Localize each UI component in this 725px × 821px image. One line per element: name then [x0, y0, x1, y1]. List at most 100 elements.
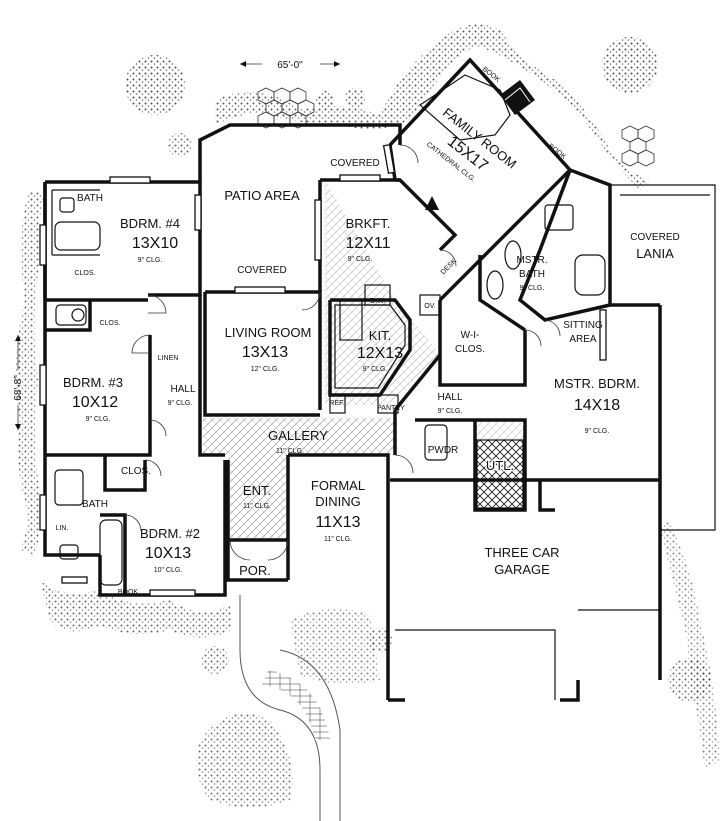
shrub-border-left — [16, 190, 45, 555]
room-ref: REF. — [329, 400, 344, 407]
landscaping — [16, 24, 720, 808]
fireplace-icon — [500, 80, 535, 115]
room-ceiling: 12" CLG. — [251, 366, 280, 373]
room-mstr-bdrm: MSTR. BDRM. 14X18 9" CLG. — [554, 376, 640, 435]
tree-top-left — [125, 55, 185, 115]
room-book-bdrm2: BOOK — [118, 589, 139, 596]
windows — [39, 143, 607, 597]
dimension-depth: 68'-8" — [13, 335, 24, 430]
room-bdrm4: BDRM. #4 13X10 9" CLG. — [120, 216, 180, 264]
room-name: KIT. — [369, 328, 391, 343]
shrub-bed-front — [290, 608, 380, 684]
shrub-small-4 — [668, 658, 712, 702]
room-living: LIVING ROOM 13X13 12" CLG. — [225, 325, 312, 373]
room-name: LIVING ROOM — [225, 325, 312, 340]
room-garage: THREE CAR — [484, 545, 559, 560]
room-bdrm2: BDRM. #2 10X13 10" CLG. — [140, 526, 200, 574]
dimension-width: 65'-0" — [240, 60, 340, 71]
shrub-small-3 — [168, 133, 192, 157]
tree-top-right — [602, 37, 658, 93]
room-clos-bdrm2: CLOS. — [121, 466, 151, 477]
mstr-tub-icon — [574, 254, 606, 296]
room-size: 10X12 — [72, 394, 118, 411]
shrub-small-6 — [368, 628, 392, 652]
room-bath-bottom: BATH — [82, 499, 108, 510]
depth-dimension-label: 68'-8" — [13, 375, 24, 401]
room-ent-ceiling: 11" CLG. — [243, 503, 271, 510]
room-ent: ENT. — [243, 483, 271, 498]
room-name: MSTR. BDRM. — [554, 376, 640, 391]
room-name: BDRM. #3 — [63, 375, 123, 390]
room-size: 12X11 — [345, 235, 390, 252]
doors — [124, 144, 561, 561]
hex-pavers-right — [621, 125, 655, 167]
room-linen: LINEN — [158, 355, 179, 362]
shrub-bottom-left — [40, 580, 232, 638]
room-pantry: PANTRY — [377, 405, 405, 412]
room-gallery-ceiling: 11" CLG. — [276, 448, 304, 455]
room-mstr-bath-2: BATH — [519, 269, 545, 280]
bathtub-top-icon — [54, 221, 101, 251]
room-ceiling: 11" CLG. — [324, 536, 352, 543]
bathtub-bottom-icon — [99, 519, 123, 586]
room-patio: PATIO AREA — [224, 188, 300, 203]
room-hall-left: HALL — [170, 384, 195, 395]
room-ceiling: 10" CLG. — [154, 567, 183, 574]
room-gallery: GALLERY — [268, 428, 328, 443]
room-sitting: SITTING — [563, 320, 603, 331]
room-size: 10X13 — [145, 545, 191, 562]
room-desk: DESK — [440, 257, 459, 276]
room-utl: UTL. — [486, 458, 514, 473]
utility-room-hatch — [476, 439, 524, 509]
room-covered-top: COVERED — [330, 158, 379, 169]
room-size: 13X13 — [242, 344, 288, 361]
room-bath-top: BATH — [77, 193, 103, 204]
room-wi-clos: W-I- — [461, 330, 480, 341]
room-lin: LIN. — [56, 525, 69, 532]
room-ceiling: 9" CLG. — [363, 366, 388, 373]
room-ceiling: 9" CLG. — [348, 256, 373, 263]
room-garage-2: GARAGE — [494, 562, 550, 577]
room-wi-clos-2: CLOS. — [455, 344, 485, 355]
room-covered-lania: COVERED — [630, 232, 679, 243]
room-dw: D.W. — [370, 298, 385, 305]
room-sitting-2: AREA — [569, 334, 597, 345]
room-clos-bdrm4: CLOS. — [74, 270, 95, 277]
fixtures — [54, 74, 606, 586]
room-name: BDRM. #4 — [120, 216, 180, 231]
room-brkft: BRKFT. 12X11 9" CLG. — [345, 216, 390, 263]
room-size: 14X18 — [574, 397, 620, 414]
room-size: 11X13 — [315, 514, 360, 531]
room-ov: OV. — [424, 303, 435, 310]
room-mstr-bath-ceiling: 9" CLG. — [520, 285, 545, 292]
room-clos-hall: CLOS. — [99, 320, 120, 327]
room-family: FAMILY ROOM 15X17 CATHEDRAL CLG. — [425, 105, 520, 184]
room-covered-lania-2: LANIA — [636, 246, 674, 261]
shrub-small-2 — [316, 91, 334, 109]
room-pwdr: PWDR — [428, 445, 459, 456]
room-name: FORMAL — [311, 478, 365, 493]
room-mstr-bath: MSTR. — [516, 255, 547, 266]
section-arrow-icon — [425, 196, 439, 210]
room-size: 13X10 — [132, 235, 178, 252]
width-dimension-label: 65'-0" — [277, 60, 303, 71]
room-ceiling: 9" CLG. — [86, 416, 111, 423]
shrub-small-5 — [201, 646, 229, 674]
room-ceiling: 9" CLG. — [138, 257, 163, 264]
room-size: 12X13 — [357, 345, 403, 362]
room-name: BRKFT. — [346, 216, 391, 231]
walkway — [239, 595, 341, 821]
room-hall-left-ceiling: 9" CLG. — [168, 400, 193, 407]
room-bdrm3: BDRM. #3 10X12 9" CLG. — [63, 375, 123, 423]
shrub-small-1 — [345, 88, 365, 108]
room-ceiling: 9" CLG. — [585, 428, 610, 435]
room-por: POR. — [239, 563, 271, 578]
room-formal-dining: FORMAL DINING 11X13 11" CLG. — [311, 478, 365, 543]
room-hall-right-ceiling: 9" CLG. — [438, 408, 463, 415]
shrub-right — [660, 520, 720, 770]
room-name: BDRM. #2 — [140, 526, 200, 541]
room-kit: KIT. 12X13 9" CLG. — [357, 328, 403, 373]
shrub-bed-lower — [196, 713, 293, 808]
room-hall-right: HALL — [437, 392, 462, 403]
